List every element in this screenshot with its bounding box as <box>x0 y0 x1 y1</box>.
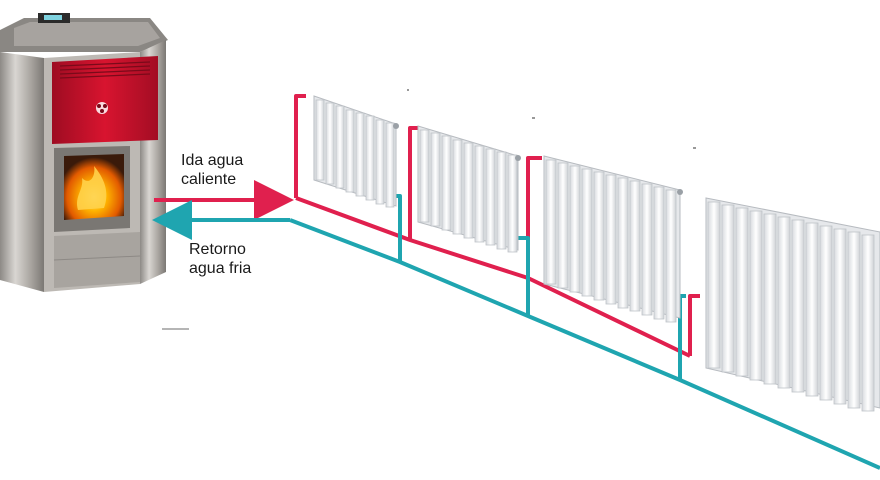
return-label: Retorno agua fria <box>189 240 251 278</box>
radiator-1 <box>313 95 399 208</box>
radiator-3 <box>543 155 683 323</box>
return-label-line1: Retorno <box>189 241 246 258</box>
supply-label-line1: Ida agua <box>181 152 244 169</box>
tick-marks <box>407 89 696 149</box>
supply-label: Ida agua caliente <box>181 151 243 189</box>
radiator-icon <box>313 95 880 412</box>
radiator-2 <box>417 125 521 253</box>
supply-pipe <box>154 94 700 358</box>
supply-label-line2: caliente <box>181 171 237 188</box>
pellet-stove-icon <box>0 13 168 292</box>
brand-logo-icon <box>96 102 108 114</box>
radiator-4 <box>705 197 880 412</box>
return-label-line2: agua fria <box>189 260 252 277</box>
return-pipe <box>152 194 880 470</box>
flame-icon <box>77 166 107 210</box>
